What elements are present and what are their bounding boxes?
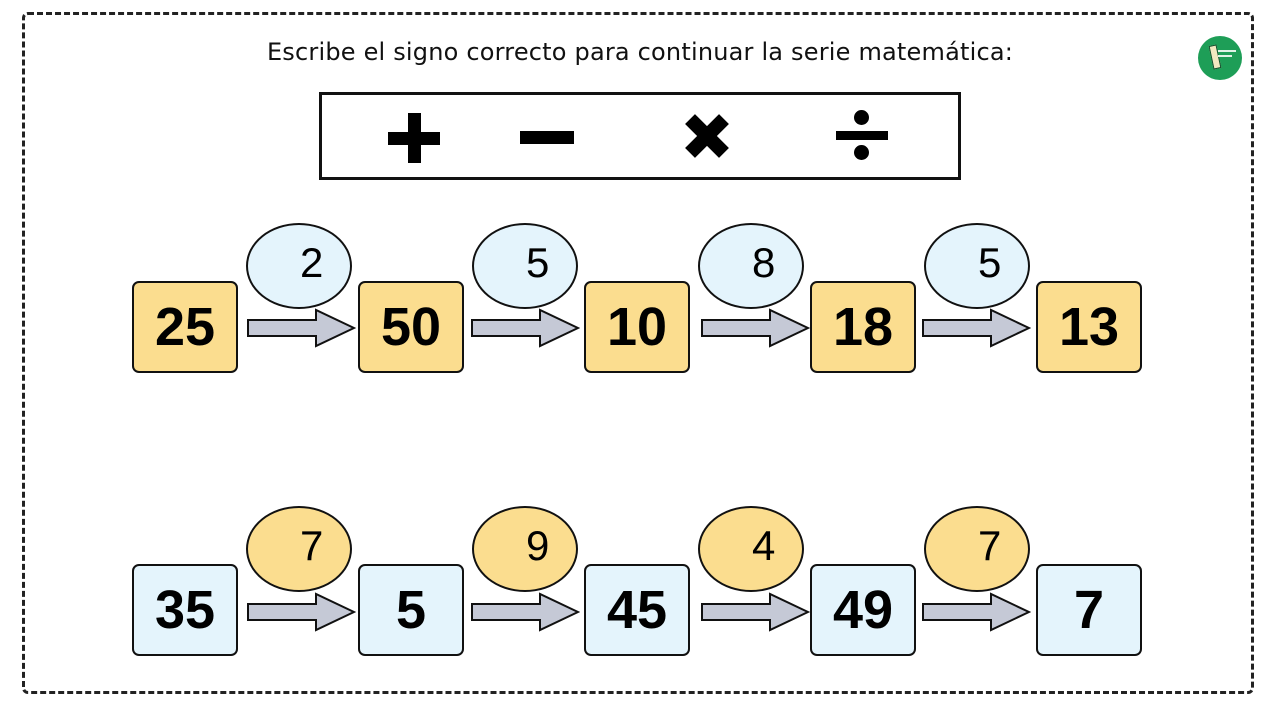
operand-value: 8 [752, 239, 776, 286]
right-arrow-icon [471, 592, 580, 632]
series2-operand-bubble[interactable]: 9 [472, 506, 578, 592]
series2-number-4: 49 [810, 564, 916, 656]
series1-operand-bubble[interactable]: 5 [472, 223, 578, 309]
operand-value: 7 [978, 522, 1002, 569]
teacher-logo-icon [1198, 36, 1242, 80]
right-arrow-icon [922, 308, 1031, 348]
dashed-frame [22, 12, 1254, 694]
series2-number-5: 7 [1036, 564, 1142, 656]
right-arrow-icon [247, 592, 356, 632]
operand-value: 9 [526, 522, 550, 569]
series1-number-1: 25 [132, 281, 238, 373]
operand-value: 2 [300, 239, 324, 286]
series2-number-2: 5 [358, 564, 464, 656]
series2-operand-bubble[interactable]: 7 [924, 506, 1030, 592]
series1-number-3: 10 [584, 281, 690, 373]
series1-number-5: 13 [1036, 281, 1142, 373]
plus-icon[interactable] [382, 95, 442, 177]
right-arrow-icon [701, 308, 810, 348]
series2-number-1: 35 [132, 564, 238, 656]
times-icon[interactable] [677, 95, 737, 177]
minus-icon[interactable] [517, 95, 577, 177]
pencil-icon [1208, 44, 1222, 70]
operand-value: 4 [752, 522, 776, 569]
series1-operand-bubble[interactable]: 2 [246, 223, 352, 309]
operand-value: 5 [978, 239, 1002, 286]
series1-number-4: 18 [810, 281, 916, 373]
operand-value: 7 [300, 522, 324, 569]
divide-icon[interactable] [832, 95, 892, 177]
signs-panel [319, 92, 961, 180]
series1-number-2: 50 [358, 281, 464, 373]
operand-value: 5 [526, 239, 550, 286]
series2-operand-bubble[interactable]: 7 [246, 506, 352, 592]
series2-operand-bubble[interactable]: 4 [698, 506, 804, 592]
right-arrow-icon [701, 592, 810, 632]
series2-number-3: 45 [584, 564, 690, 656]
series1-operand-bubble[interactable]: 5 [924, 223, 1030, 309]
right-arrow-icon [922, 592, 1031, 632]
instruction-text: Escribe el signo correcto para continuar… [266, 38, 1014, 66]
right-arrow-icon [247, 308, 356, 348]
series1-operand-bubble[interactable]: 8 [698, 223, 804, 309]
right-arrow-icon [471, 308, 580, 348]
